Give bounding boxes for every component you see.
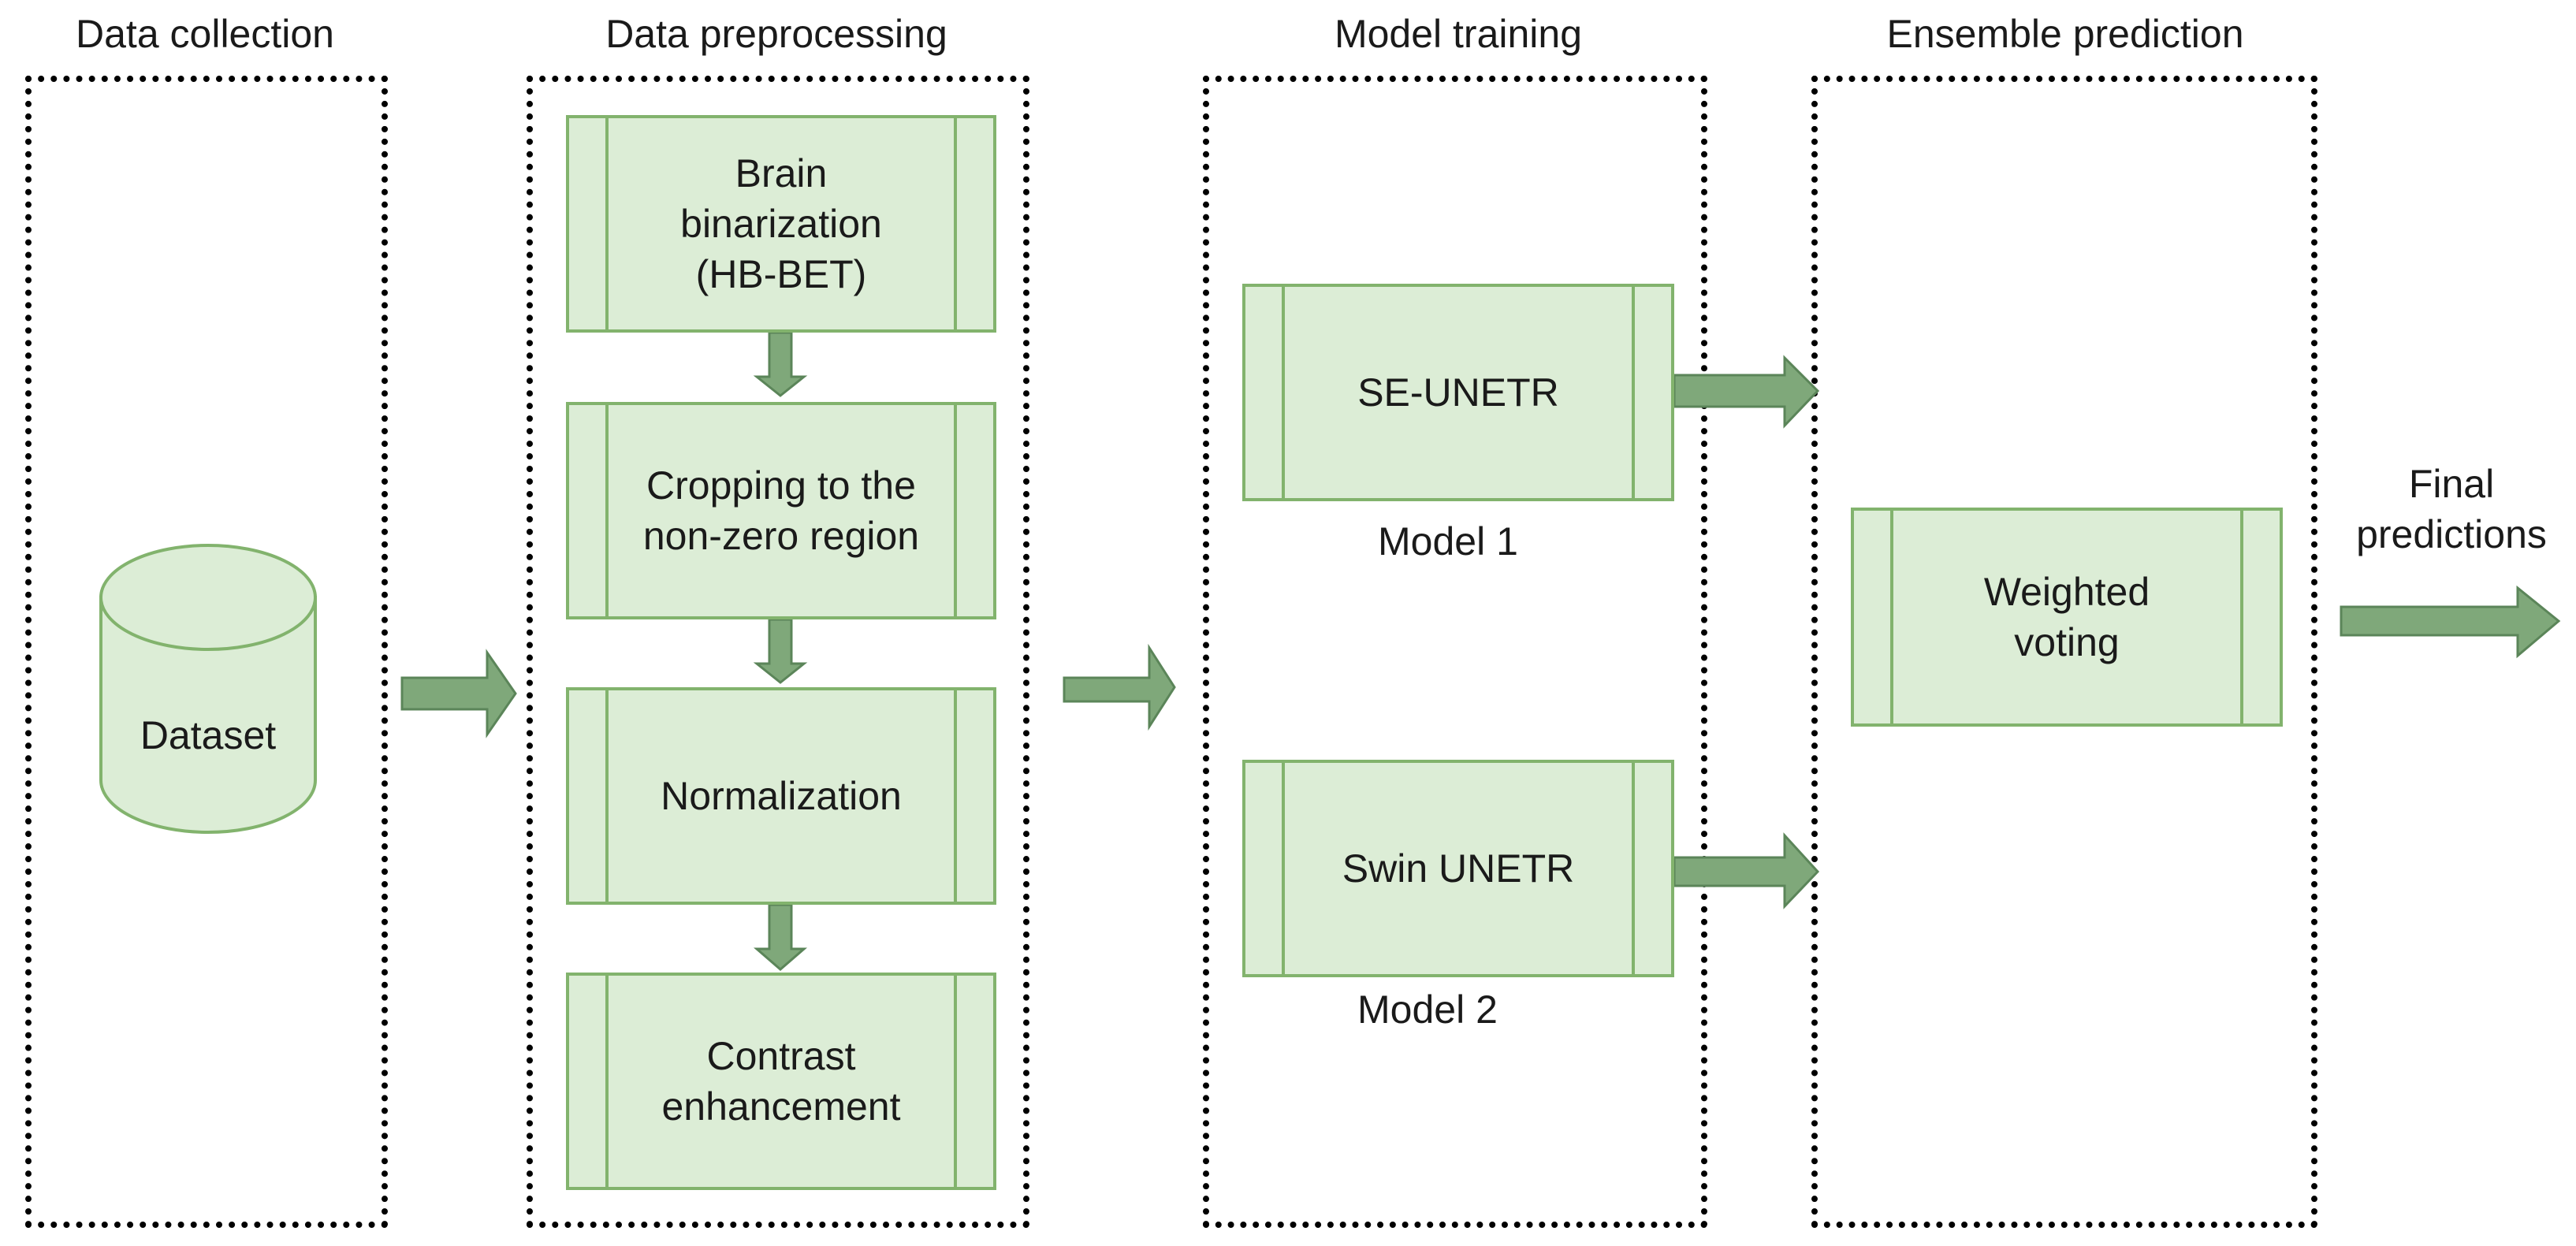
arrow-step3-to-step4 — [753, 903, 808, 971]
preprocess-step-label: Normalization — [661, 774, 902, 818]
dataset-label: Dataset — [140, 713, 277, 757]
preprocess-step-label: Contrast enhancement — [661, 1034, 901, 1129]
model-se-unetr: SE-UNETR — [1242, 284, 1674, 501]
model-label: Swin UNETR — [1342, 846, 1575, 891]
preprocess-step-label: Cropping to the non-zero region — [642, 463, 920, 558]
ensemble-method-label: Weighted voting — [1983, 570, 2150, 664]
stage-collection — [25, 76, 388, 1228]
model-swin-unetr: Swin UNETR — [1242, 760, 1674, 977]
arrow-collection-to-preprocessing — [400, 649, 517, 738]
model-caption: Model 2 — [1357, 988, 1498, 1032]
final-predictions-label: Final predictions — [2356, 462, 2547, 556]
arrow-preprocessing-to-training — [1063, 643, 1176, 731]
arrow-final-output — [2340, 585, 2561, 659]
model-label: SE-UNETR — [1357, 370, 1559, 415]
stage-title-ensemble: Ensemble prediction — [1886, 12, 2244, 56]
arrow-step2-to-step3 — [753, 618, 808, 684]
preprocess-step-normalization: Normalization — [566, 687, 996, 905]
stage-title-collection: Data collection — [76, 12, 334, 56]
ensemble-weighted-voting: Weighted voting — [1851, 508, 2283, 727]
preprocess-step-label: Brain binarization (HB-BET) — [680, 151, 882, 296]
stage-ensemble — [1811, 76, 2317, 1228]
stage-title-preprocessing: Data preprocessing — [605, 12, 947, 56]
arrow-model1-to-ensemble — [1673, 355, 1820, 429]
preprocess-step-brain-binarization: Brain binarization (HB-BET) — [566, 115, 996, 333]
stage-training — [1203, 76, 1707, 1228]
preprocess-step-contrast-enhancement: Contrast enhancement — [566, 973, 996, 1190]
stage-preprocessing — [527, 76, 1029, 1228]
model-caption: Model 1 — [1378, 519, 1518, 563]
arrow-model2-to-ensemble — [1673, 832, 1820, 909]
preprocess-step-cropping: Cropping to the non-zero region — [566, 402, 996, 619]
stage-title-training: Model training — [1334, 12, 1583, 56]
dataset-cylinder — [99, 544, 317, 834]
arrow-step1-to-step2 — [753, 331, 808, 397]
